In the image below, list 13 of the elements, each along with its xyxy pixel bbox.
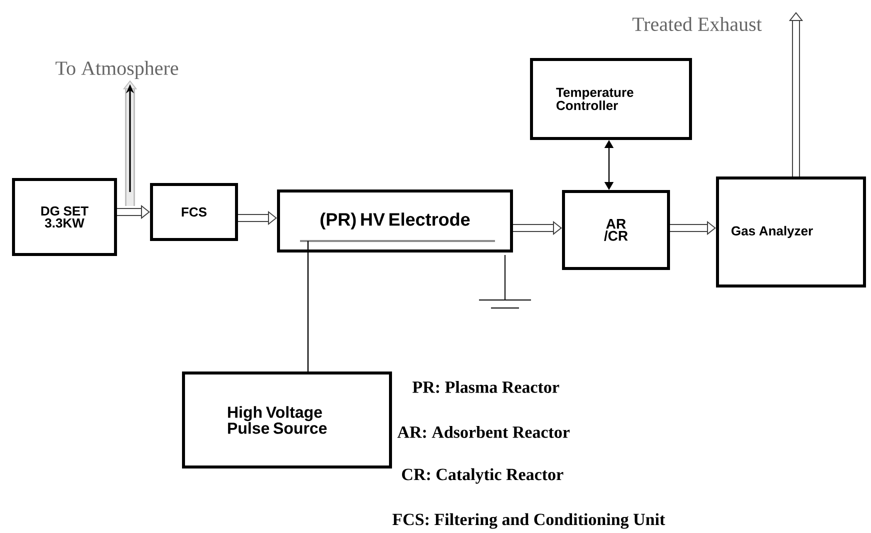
process-box: Temperature Controller bbox=[530, 58, 692, 140]
flow-label: Treated Exhaust bbox=[632, 16, 762, 32]
process-box: FCS bbox=[150, 183, 238, 241]
process-box: (PR) HV Electrode bbox=[277, 190, 513, 252]
process-box: DG SET 3.3KW bbox=[12, 178, 117, 256]
abbreviation-note: FCS: Filtering and Conditioning Unit bbox=[392, 513, 666, 529]
connection-line bbox=[307, 241, 309, 372]
process-box: AR /CR bbox=[562, 190, 670, 270]
process-box: High Voltage Pulse Source bbox=[182, 372, 392, 468]
process-box: Gas Analyzer bbox=[716, 176, 866, 288]
abbreviation-note: CR: Catalytic Reactor bbox=[402, 468, 564, 484]
abbreviation-note: PR: Plasma Reactor bbox=[412, 380, 560, 393]
flow-label: To Atmosphere bbox=[56, 60, 178, 80]
